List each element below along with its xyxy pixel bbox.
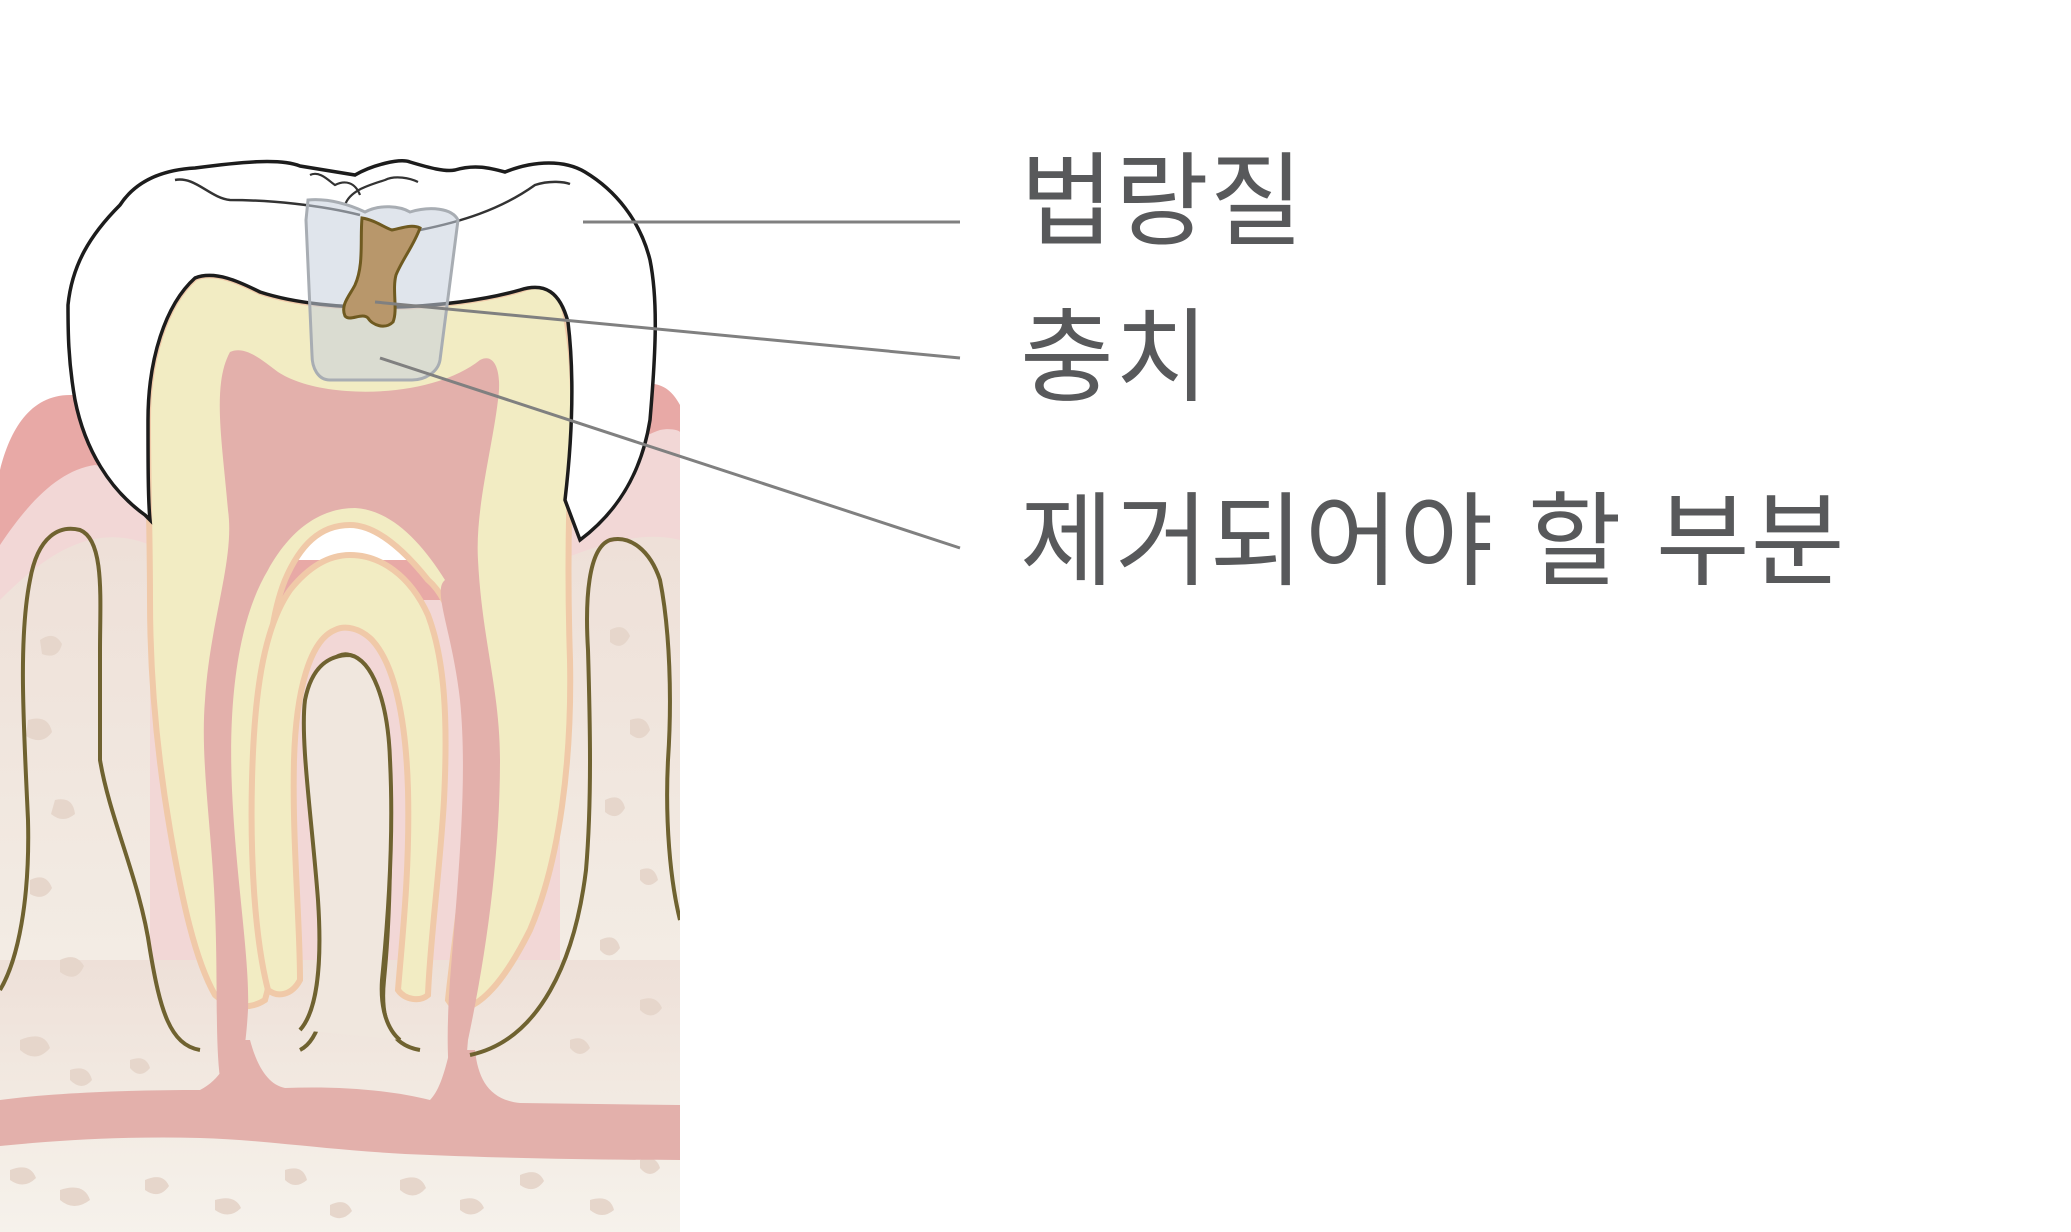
cavity-decay — [342, 216, 422, 328]
inter-root-socket — [298, 652, 402, 1042]
label-enamel: 법랑질 — [1020, 143, 1305, 262]
label-removal-area: 제거되어야 할 부분 — [1020, 483, 1846, 602]
nerve-channel — [0, 1040, 680, 1160]
inner-dentin — [248, 551, 449, 1003]
leader-line-removal — [379, 356, 961, 550]
fissure-lines — [309, 172, 419, 206]
pulp-chamber — [203, 350, 500, 1080]
label-cavity: 충치 — [1020, 299, 1210, 418]
enamel-crown — [66, 159, 658, 543]
leader-line-cavity — [374, 300, 961, 360]
